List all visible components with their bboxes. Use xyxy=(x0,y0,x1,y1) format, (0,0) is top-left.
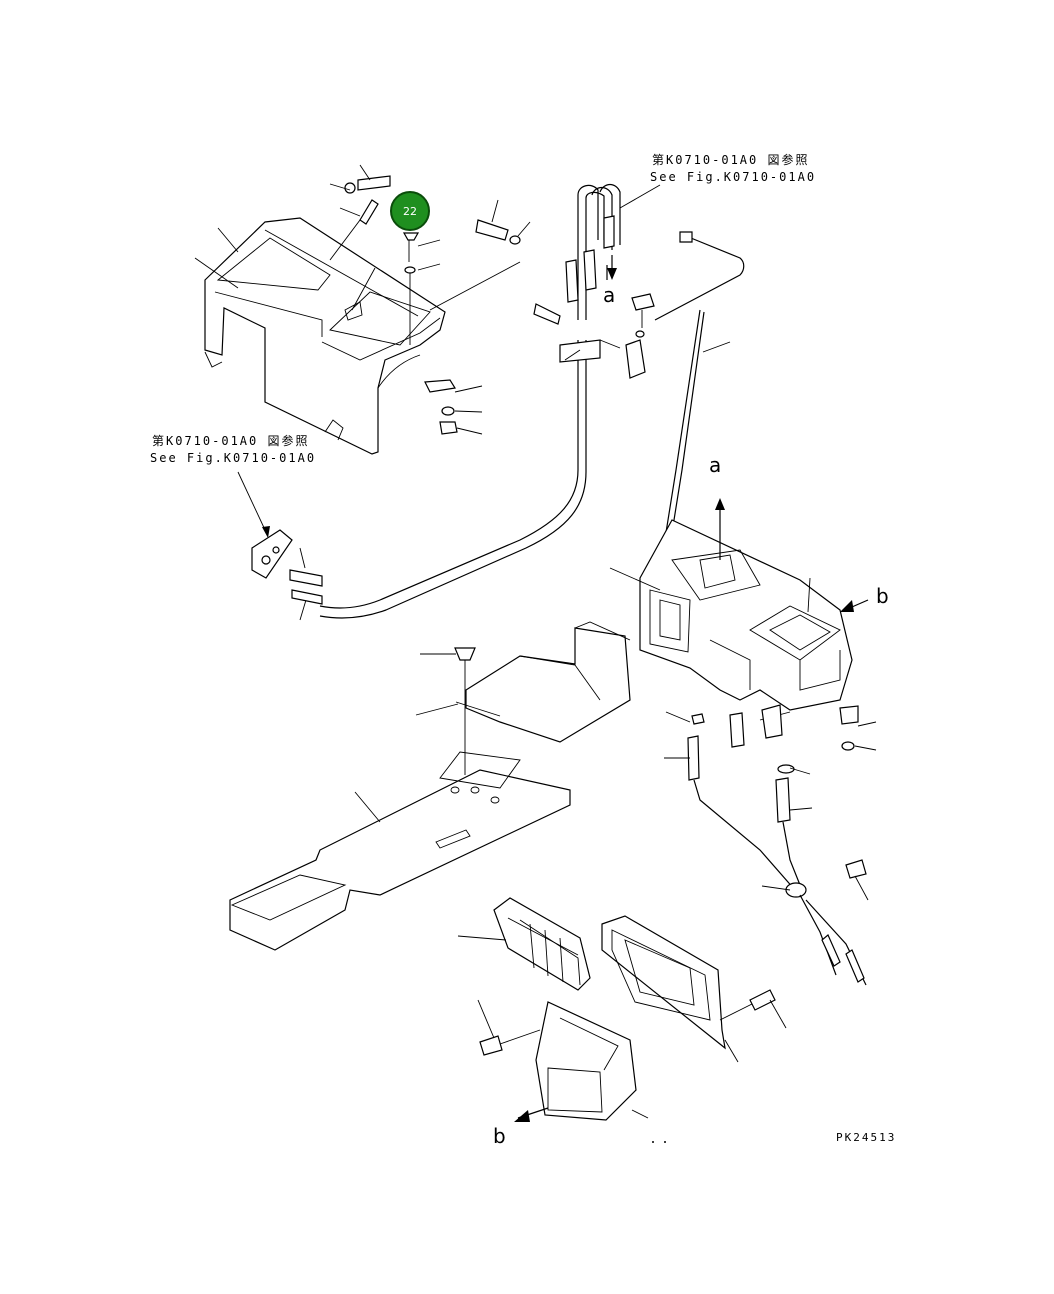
drawing-code: PK24513 xyxy=(836,1131,897,1144)
cover-housing xyxy=(204,217,446,455)
duct-upper xyxy=(415,621,631,775)
marker-dots xyxy=(652,1141,666,1143)
cover-hardware xyxy=(344,175,521,435)
marker-a-top: a xyxy=(603,283,616,307)
reference-top-en: See Fig.K0710-01A0 xyxy=(650,170,817,184)
marker-b-right: b xyxy=(876,584,889,608)
marker-b-bottom: b xyxy=(493,1124,506,1148)
reference-left-jp: 第K0710-01A0 図参照 xyxy=(152,434,310,448)
floor-plate xyxy=(229,751,571,951)
frame-cover xyxy=(601,915,787,1063)
part-callout-number: 22 xyxy=(403,204,417,218)
pipe-leaders xyxy=(299,184,731,621)
switch-panel xyxy=(237,471,323,605)
ac-unit xyxy=(609,498,869,739)
part-callout-badge[interactable]: 22 xyxy=(390,191,430,231)
reference-top-jp: 第K0710-01A0 図参照 xyxy=(652,153,810,167)
leader-lines-cover xyxy=(194,164,531,435)
reference-left-en: See Fig.K0710-01A0 xyxy=(150,451,317,465)
outlet-duct xyxy=(477,999,649,1122)
marker-a-mid: a xyxy=(709,453,722,477)
filter xyxy=(457,897,591,991)
ac-hoses xyxy=(664,705,877,986)
